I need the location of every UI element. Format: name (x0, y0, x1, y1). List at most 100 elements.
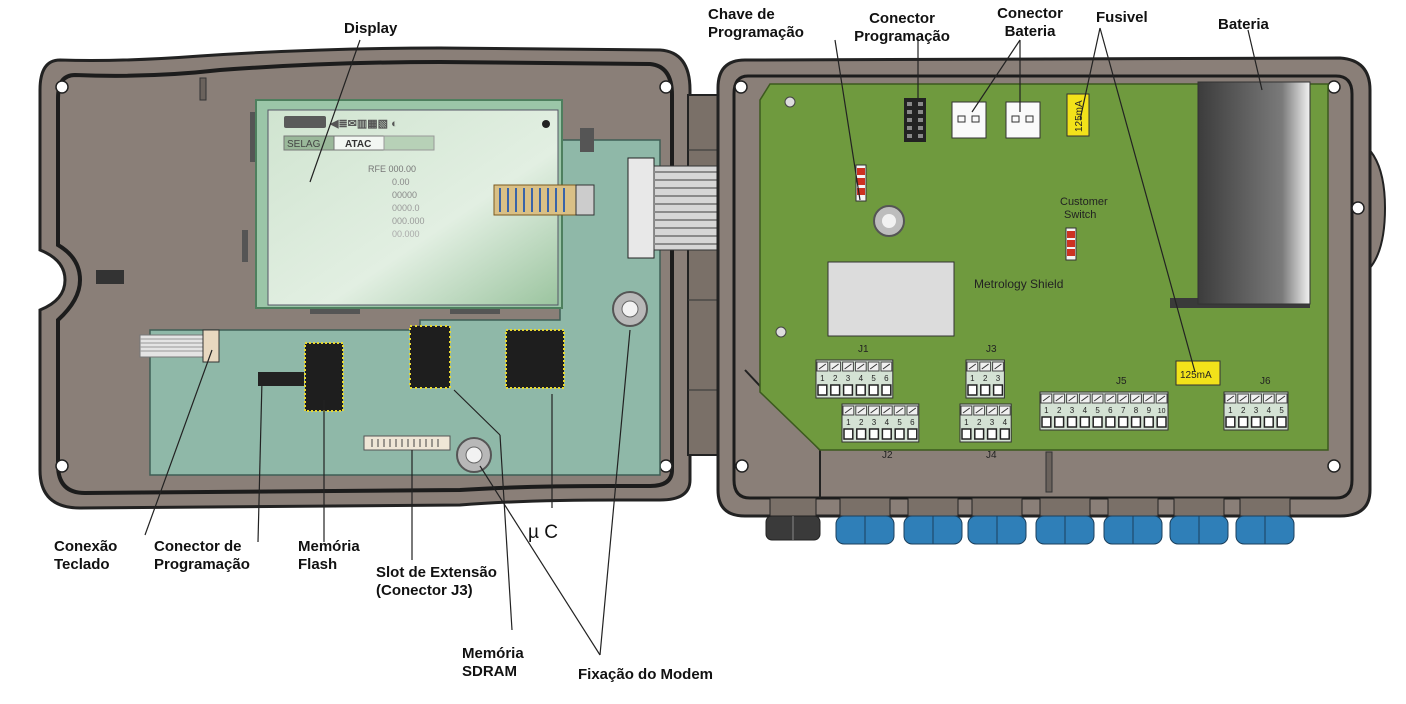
terminal-pin-number: 2 (859, 418, 864, 427)
mount-hole-icon (882, 214, 896, 228)
customer-switch (1065, 227, 1077, 261)
terminal-wire-hole (1118, 416, 1129, 428)
terminal-wire-hole (855, 384, 866, 396)
screw-hole-icon (542, 120, 550, 128)
cable-gland-blue (1235, 497, 1295, 545)
screw-hole-icon (735, 459, 749, 473)
terminal-wire-hole (1225, 416, 1236, 428)
terminal-wire-hole (974, 428, 985, 440)
cable-gland-blue (1035, 497, 1095, 545)
screw-hole-icon (1327, 459, 1341, 473)
label-chave-programacao-text: Chave de Programação (708, 6, 804, 41)
cable-gland-blue (967, 497, 1027, 545)
screw-hole-icon (659, 80, 673, 94)
cable-glands (765, 497, 1295, 545)
terminal-pin-number: 3 (990, 418, 995, 427)
terminal-pin-number: 2 (977, 418, 982, 427)
terminal-wire-hole (1054, 416, 1065, 428)
terminal-wire-hole (1156, 416, 1167, 428)
cable-gland-black (765, 497, 821, 541)
terminal-pin-number: 8 (1134, 406, 1139, 415)
terminal-pin-number: 1 (820, 374, 825, 383)
terminal-wire-hole (961, 428, 972, 440)
display-line: 00.000 (392, 229, 420, 239)
label-memoria-sdram-text: Memória SDRAM (462, 645, 524, 680)
lcd-display: ◀≣✉▥▦▧ ◐ SELAG ATAC RFE 000.00 0.00 0000… (255, 99, 595, 309)
terminal-wire-hole (843, 428, 854, 440)
terminal-wire-hole (868, 384, 879, 396)
label-conexao-teclado-text: Conexão Teclado (54, 538, 118, 573)
terminal-pin-number: 6 (1108, 406, 1113, 415)
screw-hole-icon (1327, 80, 1341, 94)
battery (1170, 81, 1311, 308)
terminal-block-label: J2 (882, 450, 893, 461)
terminal-wire-hole (907, 428, 918, 440)
cable-gland-blue (1169, 497, 1229, 545)
terminal-block-label: J5 (1116, 376, 1127, 387)
terminal-wire-hole (894, 428, 905, 440)
terminal-pin-number: 5 (897, 418, 902, 427)
battery-connector-1 (951, 101, 987, 139)
modem-mount-icon (621, 300, 639, 318)
display-line: RFE 000.00 (368, 164, 416, 174)
terminal-block-label: J1 (858, 344, 869, 355)
extension-slot (363, 435, 451, 451)
cable-gland-blue (1103, 497, 1163, 545)
terminal-wire-hole (1276, 416, 1287, 428)
terminal-wire-hole (967, 384, 978, 396)
terminal-block-label: J3 (986, 344, 997, 355)
terminal-pin-number: 10 (1158, 408, 1166, 415)
cable-gland-blue (835, 497, 895, 545)
svg-text:◀≣✉▥▦▧ ◐: ◀≣✉▥▦▧ ◐ (329, 118, 398, 130)
terminal-wire-hole (842, 384, 854, 396)
leader-lines (144, 27, 1263, 656)
terminal-wire-hole (1130, 416, 1142, 428)
label-slot-extensao-text: Slot de Extensão (Conector J3) (376, 564, 497, 599)
terminal-pin-number: 4 (1267, 406, 1272, 415)
microcontroller-chip (505, 329, 565, 389)
terminal-pin-number: 1 (846, 418, 851, 427)
cable-gland-blue (903, 497, 963, 545)
display-line: 000.000 (392, 216, 425, 226)
label-memoria-sdram: Memória SDRAM (462, 645, 552, 681)
label-conector-bateria-text: Conector Bateria (997, 5, 1063, 40)
terminal-wire-hole (856, 428, 867, 440)
label-conector-bateria: Conector Bateria (984, 5, 1076, 41)
terminal-wire-hole (1066, 416, 1078, 428)
terminal-block-label: J4 (986, 450, 997, 461)
terminal-pin-number: 7 (1121, 406, 1126, 415)
terminal-pin-number: 1 (964, 418, 969, 427)
battery-connector-2 (1005, 101, 1041, 139)
terminal-block-label: J6 (1260, 376, 1271, 387)
label-memoria-flash: Memória Flash (298, 538, 368, 574)
fuse-top: 125mA (1066, 93, 1090, 137)
label-conector-programacao: Conector Programação (846, 10, 958, 46)
screw-hole-icon (659, 459, 673, 473)
terminal-pin-number: 4 (859, 374, 864, 383)
label-conector-de-programacao-text: Conector de Programação (154, 538, 250, 573)
screw-hole-icon (55, 459, 69, 473)
terminal-wire-hole (881, 428, 892, 440)
programming-connector (258, 372, 304, 386)
terminal-pin-number: 2 (983, 374, 988, 383)
modem-mount-icon (465, 446, 483, 464)
terminal-wire-hole (1250, 416, 1262, 428)
label-conector-programacao-text: Conector Programação (854, 10, 950, 45)
label-memoria-flash-text: Memória Flash (298, 538, 360, 573)
terminal-pin-number: 6 (910, 418, 915, 427)
terminal-pin-number: 3 (1254, 406, 1259, 415)
terminal-pin-number: 1 (970, 374, 975, 383)
screw-hole-icon (55, 80, 69, 94)
terminal-pin-number: 2 (1241, 406, 1246, 415)
sdram-chip (409, 325, 451, 389)
terminal-wire-hole (1263, 416, 1274, 428)
screw-hole-icon (1351, 201, 1365, 215)
display-tab-1: SELAG (287, 139, 321, 150)
